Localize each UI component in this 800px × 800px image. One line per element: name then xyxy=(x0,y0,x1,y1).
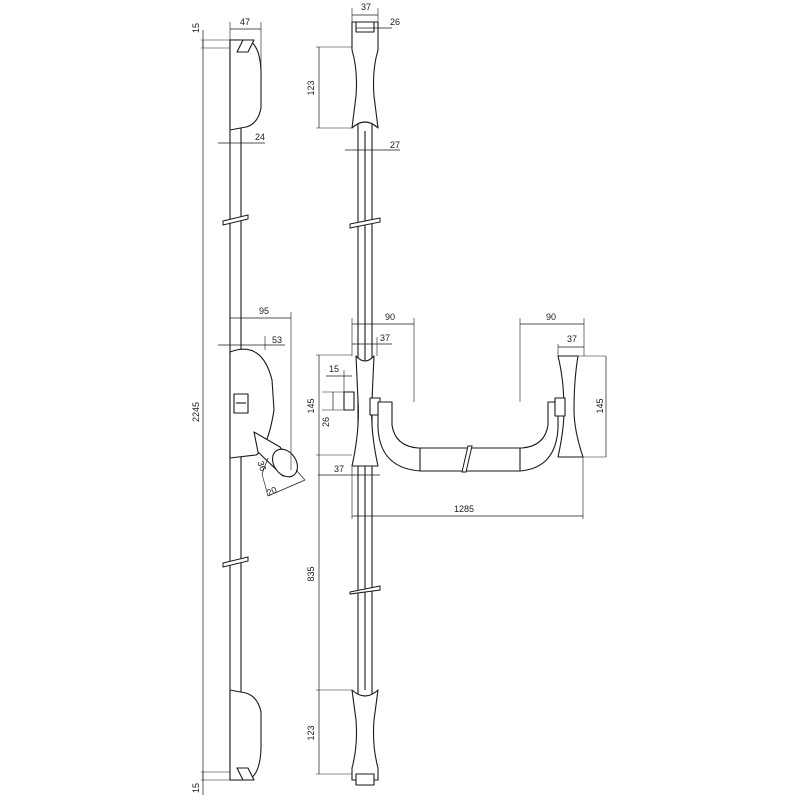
side-bottom-cap-tip xyxy=(236,767,255,781)
front-right-latch xyxy=(554,397,566,417)
side-bottom-cap xyxy=(229,689,262,781)
front-rod-break-upper xyxy=(349,217,381,229)
dim-front-right-reach-label: 90 xyxy=(546,312,556,322)
dim-front-top-height-label: 123 xyxy=(306,80,316,95)
dim-side-knob-diameter xyxy=(261,457,269,475)
dim-front-latch-height-label: 26 xyxy=(321,417,331,427)
side-rod-break-upper xyxy=(222,214,249,226)
dim-front-right-width-label: 37 xyxy=(567,334,577,344)
dim-side-bottom-gap-label: 15 xyxy=(191,783,201,793)
dim-front-lower-height-label: 835 xyxy=(306,566,316,581)
dim-front-rod-width-label: 27 xyxy=(390,140,400,150)
dim-front-center-height-label: 145 xyxy=(306,398,316,413)
dim-front-arm-offset-label: 37 xyxy=(334,464,344,474)
front-bottom-housing xyxy=(351,689,379,781)
front-top-housing xyxy=(351,21,379,129)
dim-side-body-depth-label: 95 xyxy=(259,306,269,316)
dim-side-total-label: 2245 xyxy=(191,402,201,422)
dim-front-latch-offset-label: 15 xyxy=(329,364,339,374)
dim-side-top-gap-label: 15 xyxy=(191,23,201,33)
dim-side-knob-length xyxy=(267,479,306,497)
dim-front-top-inner-label: 26 xyxy=(390,17,400,27)
dim-side-top-width-label: 47 xyxy=(240,17,250,27)
front-center-case xyxy=(351,355,379,467)
front-push-bar-break xyxy=(461,445,473,473)
front-latch-detail xyxy=(343,391,355,411)
dim-side-body-offset-label: 53 xyxy=(272,335,282,345)
front-top-bolt xyxy=(355,21,375,33)
side-top-cap-tip xyxy=(236,39,255,53)
dim-front-top-width-label: 37 xyxy=(361,2,371,12)
front-bottom-bolt xyxy=(355,773,375,786)
dim-front-right-height-label: 145 xyxy=(595,398,605,413)
side-top-cap xyxy=(229,39,262,131)
dim-side-knob-diameter-label: 36 xyxy=(255,460,268,473)
dim-side-knob-length-label: 20 xyxy=(265,485,278,498)
dim-front-bar-length-label: 1285 xyxy=(454,504,474,514)
front-rod-break-lower xyxy=(349,585,381,595)
dim-front-left-width-label: 37 xyxy=(380,333,390,343)
dim-front-left-reach-label: 90 xyxy=(385,312,395,322)
side-rod-break-lower xyxy=(222,556,249,568)
dim-front-bottom-height-label: 123 xyxy=(306,725,316,740)
dim-side-rod-width-label: 24 xyxy=(255,132,265,142)
front-view: 37 26 123 27 90 37 90 37 15 145 26 145 3… xyxy=(306,2,607,786)
ext-line xyxy=(261,473,269,497)
ext-line xyxy=(295,469,306,481)
side-view: 15 47 2245 24 95 53 36 20 15 xyxy=(191,17,306,795)
